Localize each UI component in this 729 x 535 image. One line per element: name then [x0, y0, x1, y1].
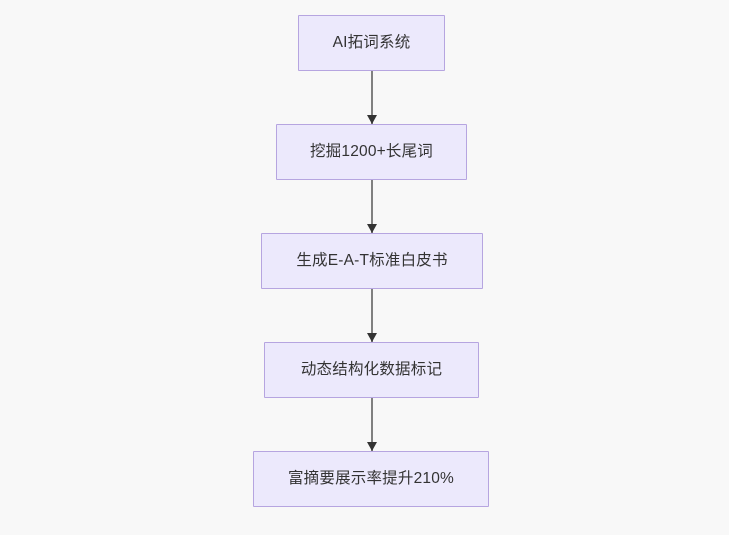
flowchart-node-generate-eat-whitepaper[interactable]: 生成E-A-T标准白皮书 [261, 233, 483, 289]
edge-line [371, 180, 373, 233]
edge-line [371, 71, 373, 124]
flowchart-node-mine-longtail-keywords[interactable]: 挖掘1200+长尾词 [276, 124, 467, 180]
edge-node-3-to-node-4 [367, 289, 377, 342]
edge-node-1-to-node-2 [367, 71, 377, 124]
arrowhead-icon [367, 224, 377, 233]
arrowhead-icon [367, 333, 377, 342]
node-label: 动态结构化数据标记 [300, 360, 443, 378]
node-label: 生成E-A-T标准白皮书 [296, 251, 448, 269]
edge-line [371, 289, 373, 342]
arrowhead-icon [367, 442, 377, 451]
node-label: 富摘要展示率提升210% [287, 469, 455, 487]
edge-node-4-to-node-5 [367, 398, 377, 451]
flowchart-node-dynamic-structured-data-markup[interactable]: 动态结构化数据标记 [264, 342, 479, 398]
flowchart-node-rich-snippet-rate-increase[interactable]: 富摘要展示率提升210% [253, 451, 489, 507]
node-label: AI拓词系统 [332, 33, 411, 51]
edge-line [371, 398, 373, 451]
flowchart-node-ai-keyword-system[interactable]: AI拓词系统 [298, 15, 445, 71]
arrowhead-icon [367, 115, 377, 124]
node-label: 挖掘1200+长尾词 [309, 142, 434, 160]
edge-node-2-to-node-3 [367, 180, 377, 233]
